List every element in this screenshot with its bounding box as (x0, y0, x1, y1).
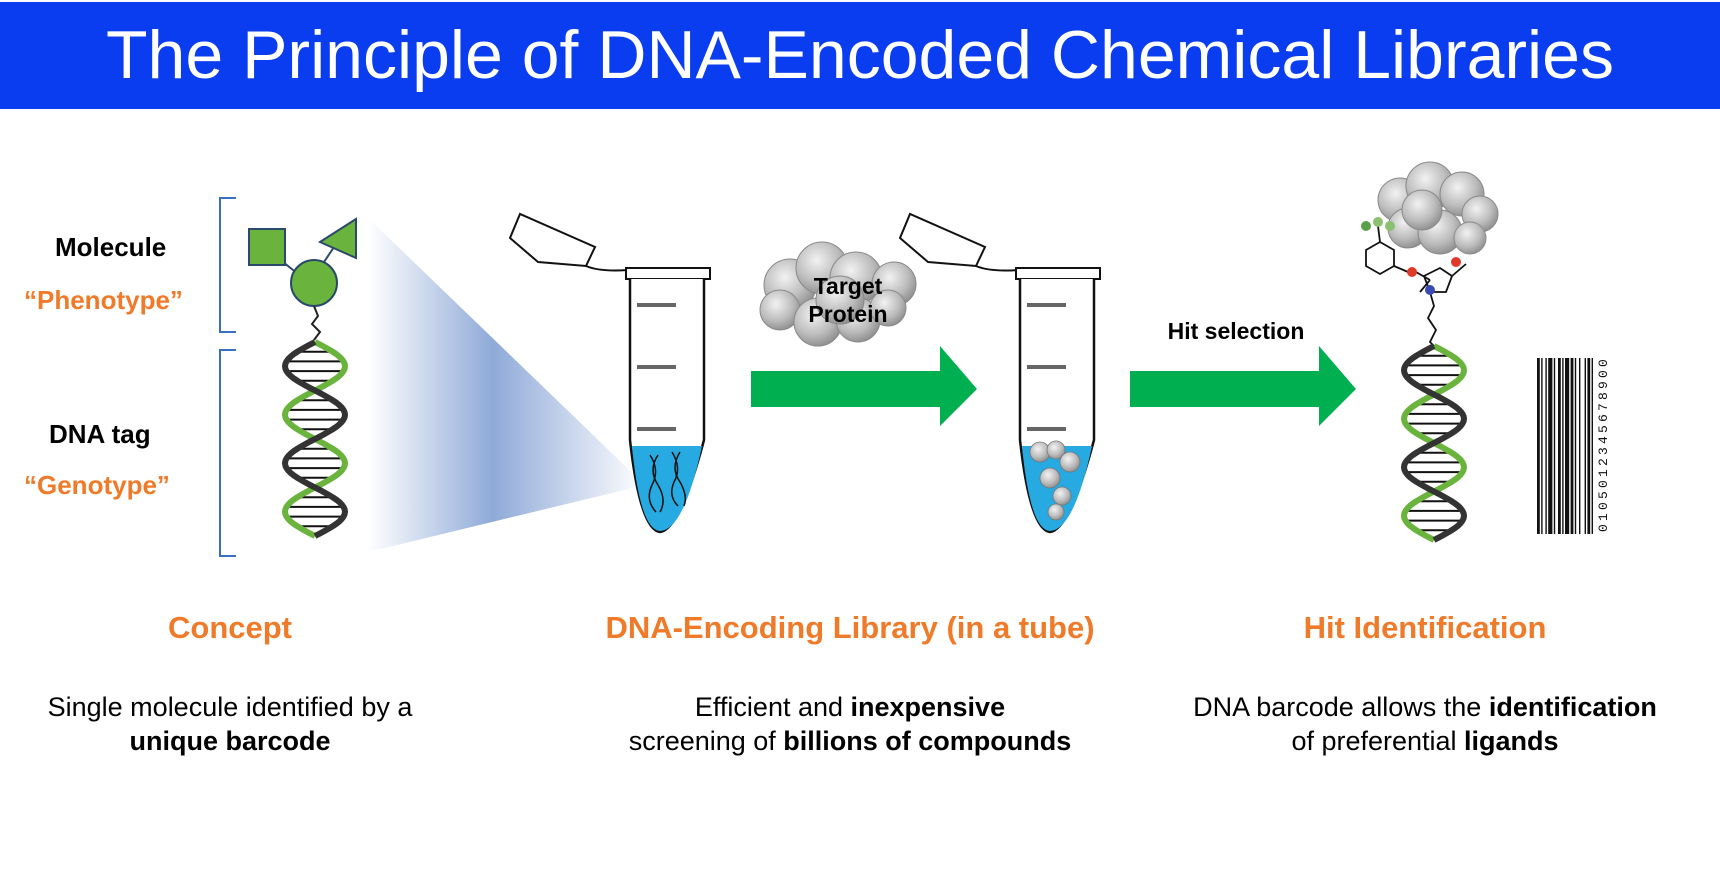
ligand-structure (1365, 225, 1467, 351)
phenotype-bracket (219, 197, 236, 333)
page-title: The Principle of DNA-Encoded Chemical Li… (106, 17, 1614, 93)
barcode-bar (1591, 358, 1593, 534)
square-building-block (248, 228, 286, 266)
barcode-bar (1570, 358, 1574, 534)
section-heading-hit: Hit Identification (1303, 610, 1547, 645)
caption-hit-2a: of preferential (1291, 726, 1465, 756)
barcode-bar (1553, 358, 1556, 534)
target-protein-cloud (759, 241, 917, 347)
caption-hit-1a: DNA barcode allows the (1193, 692, 1489, 722)
dna-helix-hit (1400, 343, 1468, 543)
dna-helix-concept (281, 339, 349, 539)
caption-library-2a: screening of (628, 726, 784, 756)
barcode-bar (1558, 358, 1561, 534)
barcode-bar (1579, 358, 1581, 534)
tube-library (508, 212, 711, 534)
barcode-bar (1562, 358, 1564, 534)
caption-hit-2b: ligands (1464, 726, 1559, 756)
section-heading-library: DNA-Encoding Library (in a tube) (605, 610, 1095, 645)
caption-concept: Single molecule identified by a unique b… (10, 690, 450, 758)
triangle-building-block (317, 217, 357, 260)
barcode-bar (1574, 358, 1577, 534)
caption-library-1b: inexpensive (850, 692, 1006, 722)
tube-screening (898, 212, 1101, 534)
barcode-bar (1565, 358, 1570, 534)
phenotype-label: “Phenotype” (24, 285, 183, 315)
molecule-shapes (248, 217, 357, 341)
barcode-digits: 0105012345678900 (1596, 356, 1611, 532)
caption-hit-1b: identification (1488, 692, 1657, 722)
target-protein-label-2: Protein (808, 301, 887, 327)
barcode-bar (1537, 358, 1540, 534)
title-banner: The Principle of DNA-Encoded Chemical Li… (0, 2, 1720, 109)
barcode-bar (1587, 358, 1591, 534)
caption-concept-line1: Single molecule identified by a (47, 692, 413, 722)
circle-building-block (290, 259, 338, 307)
dna-strand-black (1400, 343, 1468, 543)
barcode-bar (1541, 358, 1543, 534)
dna-strand-black (281, 339, 349, 539)
barcode-bar (1548, 358, 1553, 534)
caption-library-2b: billions of compounds (783, 726, 1072, 756)
target-protein-label-1: Target (814, 273, 883, 299)
caption-library-1a: Efficient and (694, 692, 851, 722)
caption-hit: DNA barcode allows the identification of… (1165, 690, 1685, 758)
arrow-1 (751, 346, 977, 426)
caption-library: Efficient and inexpensive screening of b… (570, 690, 1130, 758)
zoom-cone (368, 218, 645, 552)
caption-concept-line2: unique barcode (129, 726, 331, 756)
barcode-bar (1545, 358, 1547, 534)
dna-tag-label: DNA tag (49, 419, 151, 449)
arrow-2 (1130, 346, 1356, 426)
barcode (1537, 358, 1593, 534)
section-heading-concept: Concept (168, 610, 292, 645)
genotype-label: “Genotype” (24, 470, 170, 500)
genotype-bracket (219, 349, 236, 557)
hit-protein-cloud (1377, 161, 1499, 255)
hit-selection-label: Hit selection (1168, 318, 1305, 344)
molecule-label: Molecule (55, 232, 167, 262)
barcode-bar (1584, 358, 1586, 534)
